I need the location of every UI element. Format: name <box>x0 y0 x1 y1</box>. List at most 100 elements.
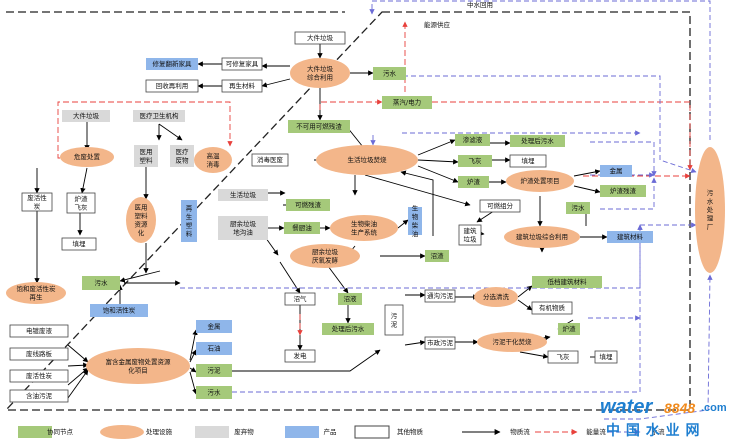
node-jianzhu_proc-shape <box>504 226 580 248</box>
node-jinshu2-text: 金属 <box>208 322 221 331</box>
node-didang-text: 低档建筑材料 <box>548 277 588 286</box>
node-chuyu_yangfa-text: 厌氧发酵 <box>312 255 339 264</box>
legend-label-material: 物质流 <box>510 427 530 436</box>
node-yiliao_feiwu-shape <box>170 145 194 167</box>
legend-item-water: 水流 <box>608 427 665 436</box>
node-kexiufu: 可修复家具 <box>221 57 263 71</box>
node-zaishengcai-shape <box>221 79 263 93</box>
node-wushuichuli-text: 厂 <box>707 223 714 231</box>
node-shenghuo_laji: 生活垃圾 <box>218 189 268 201</box>
node-shenghuo_laji-shape <box>218 189 268 201</box>
node-shenghuo_laji-text: 生活垃圾 <box>230 190 257 199</box>
node-feihuoxing2: 废活性炭 <box>9 369 69 383</box>
node-zhaoye-shape <box>338 293 362 305</box>
node-luzha2-shape <box>558 323 580 335</box>
node-daijian2: 大件垃圾 <box>62 110 110 122</box>
node-feihui: 飞灰 <box>458 155 492 167</box>
node-feihuoxing2-text: 废活性炭 <box>26 371 53 380</box>
node-wushui_top: 污水 <box>373 67 406 80</box>
node-wuni2: 污泥 <box>196 364 232 377</box>
node-shengwu_sys-text: 生产系统 <box>351 227 378 236</box>
node-zaishengcai: 再生材料 <box>221 79 263 93</box>
node-keran_zufen-shape <box>479 199 521 213</box>
node-gaowen-text: 消毒 <box>207 159 221 168</box>
edge-material <box>67 369 89 399</box>
edge-water <box>369 0 711 140</box>
node-wushui_top-text: 污水 <box>383 69 397 78</box>
node-yiyong_suliao_ziyuan-shape <box>126 197 156 243</box>
node-tianmai1-shape <box>509 154 547 168</box>
node-shengwu_chaiyou-text: 物 <box>412 212 419 221</box>
node-jinshu2: 金属 <box>196 320 232 333</box>
node-kerangcanzha-text: 可燃残渣 <box>295 200 322 209</box>
legend-item-white: 其他物质 <box>354 425 424 439</box>
node-chuli_wushui2-shape <box>322 323 374 335</box>
node-wushui_top-shape <box>373 67 406 80</box>
watermark: water 8848 .com 中 国 水 业 网 <box>600 396 728 442</box>
node-huishou-text: 回收再利用 <box>156 81 189 90</box>
node-chuyu-text: 厨余垃圾 <box>230 219 257 228</box>
edge-material <box>517 285 533 298</box>
node-baohe-text: 再生 <box>30 292 44 301</box>
node-fenxuan: 分选清洗 <box>474 287 518 307</box>
node-chuli_wushui1-shape <box>510 135 565 147</box>
edge-material <box>80 167 88 194</box>
edge-material <box>261 78 291 88</box>
legend-swatch-orange <box>100 425 144 439</box>
node-keran_zufen: 可燃组分 <box>479 199 521 213</box>
node-tianmai1: 填埋 <box>509 154 547 168</box>
node-zhaozha-shape <box>425 250 449 262</box>
node-dajian_proc-text: 大件垃圾 <box>307 64 334 73</box>
watermark-water: water <box>600 396 653 418</box>
node-luzha_proc: 炉渣处置项目 <box>506 170 574 192</box>
node-shengwu_chaiyou-shape <box>408 207 422 235</box>
node-shiyou: 石油 <box>196 342 232 355</box>
node-shenghuo_fenshao-text: 生活垃圾焚烧 <box>348 155 388 164</box>
node-jianzhu_laji: 建筑垃圾 <box>458 224 482 246</box>
node-dajian: 大件垃圾 <box>294 31 346 45</box>
node-lvzhaye-text: 渗滤液 <box>463 135 483 144</box>
node-chuyu: 厨余垃圾 地沟油 <box>218 216 268 240</box>
node-chuyu_yangfa-shape <box>290 244 360 268</box>
node-chuli_wushui2-text: 处理后污水 <box>332 324 365 333</box>
node-wushui_left-shape <box>82 276 120 290</box>
node-tianmai3-text: 填埋 <box>600 352 614 361</box>
node-luzha_feihui-text: 飞灰 <box>75 202 89 211</box>
node-wuni_ganhua-shape <box>477 332 547 352</box>
node-bukeran: 不可用可燃残渣 <box>288 120 350 133</box>
node-baohe_product-shape <box>90 304 148 317</box>
node-feihui-shape <box>458 155 492 167</box>
label-energy-supply: 能源供应 <box>424 20 451 29</box>
node-yiyong_suliao_ziyuan-text: 化 <box>138 228 145 237</box>
node-jianzhu_cailiao: 建筑材料 <box>607 231 653 243</box>
legend-label-energy: 能量流 <box>586 427 606 436</box>
system-boundary <box>4 11 691 411</box>
node-tongwang-text: 通沟污泥 <box>427 291 454 300</box>
edge-material <box>189 329 198 361</box>
edge-water <box>604 274 713 420</box>
node-luzha_proc-shape <box>506 170 574 192</box>
node-hanyou-text: 含油污泥 <box>26 391 53 400</box>
watermark-cn: 中 国 水 业 网 <box>606 422 701 438</box>
node-tianmai1-text: 填埋 <box>522 156 536 165</box>
node-hanyou-shape <box>9 389 69 403</box>
node-shengwu_chaiyou-text: 油 <box>412 229 419 238</box>
node-youji: 有机物质 <box>531 301 573 315</box>
node-feixianluban: 废线路板 <box>9 347 69 361</box>
node-tongwang-shape <box>424 289 456 303</box>
node-bukeran-text: 不可用可燃残渣 <box>296 122 342 131</box>
node-luzha2: 炉渣 <box>558 323 580 335</box>
node-xiaodu: 消毒医废 <box>251 153 289 167</box>
watermark-com: .com <box>701 402 727 414</box>
node-wushui_mid: 污水 <box>566 202 590 214</box>
node-lvzhaye-shape <box>455 134 490 146</box>
edge-material <box>397 219 409 229</box>
node-didang: 低档建筑材料 <box>532 276 602 288</box>
legend-label-blue: 产品 <box>324 427 337 436</box>
